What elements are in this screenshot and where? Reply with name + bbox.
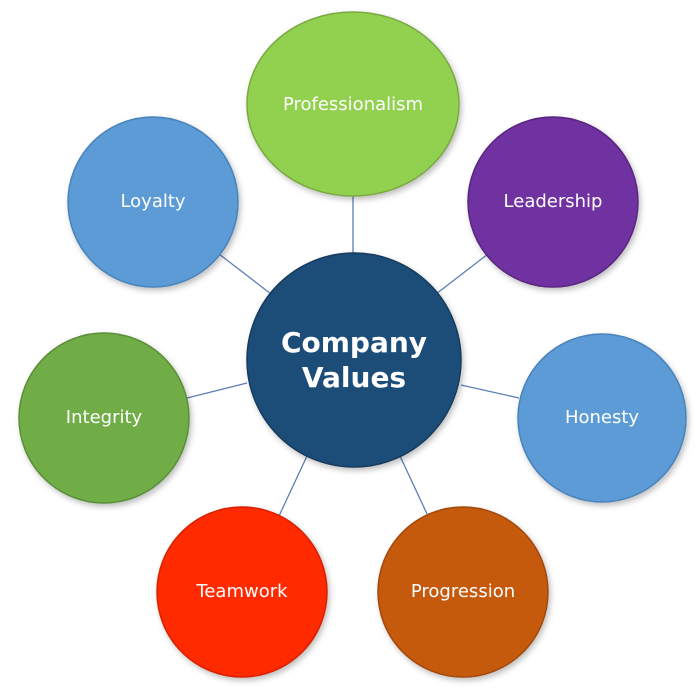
bubble-professionalism bbox=[246, 11, 460, 197]
bubble-loyalty bbox=[67, 116, 239, 288]
label-integrity: Integrity bbox=[66, 407, 143, 428]
label-professionalism: Professionalism bbox=[283, 94, 423, 115]
label-leadership: Leadership bbox=[504, 191, 603, 212]
value-node-leadership: Leadership bbox=[467, 116, 639, 288]
center-bubble bbox=[246, 252, 462, 468]
value-node-professionalism: Professionalism bbox=[246, 11, 460, 197]
value-bubbles: Professionalism Leadership Honesty Progr… bbox=[18, 11, 687, 678]
center-title-line2: Values bbox=[302, 361, 406, 394]
label-progression: Progression bbox=[411, 581, 515, 602]
connector-teamwork bbox=[278, 455, 308, 517]
value-node-progression: Progression bbox=[377, 506, 549, 678]
bubble-integrity bbox=[18, 332, 190, 504]
connector-honesty bbox=[460, 384, 520, 399]
label-honesty: Honesty bbox=[565, 407, 639, 428]
value-node-loyalty: Loyalty bbox=[67, 116, 239, 288]
connectors bbox=[186, 196, 520, 517]
connector-leadership bbox=[435, 253, 489, 295]
label-teamwork: Teamwork bbox=[195, 581, 288, 602]
bubble-honesty bbox=[517, 333, 687, 503]
bubble-leadership bbox=[467, 116, 639, 288]
connector-loyalty bbox=[218, 253, 272, 295]
connector-progression bbox=[399, 455, 429, 517]
label-loyalty: Loyalty bbox=[120, 191, 185, 212]
value-node-teamwork: Teamwork bbox=[156, 506, 328, 678]
bubble-progression bbox=[377, 506, 549, 678]
bubble-teamwork bbox=[156, 506, 328, 678]
connector-integrity bbox=[186, 382, 248, 399]
center-node: Company Values bbox=[246, 252, 462, 468]
value-node-honesty: Honesty bbox=[517, 333, 687, 503]
center-title-line1: Company bbox=[281, 326, 427, 359]
value-node-integrity: Integrity bbox=[18, 332, 190, 504]
